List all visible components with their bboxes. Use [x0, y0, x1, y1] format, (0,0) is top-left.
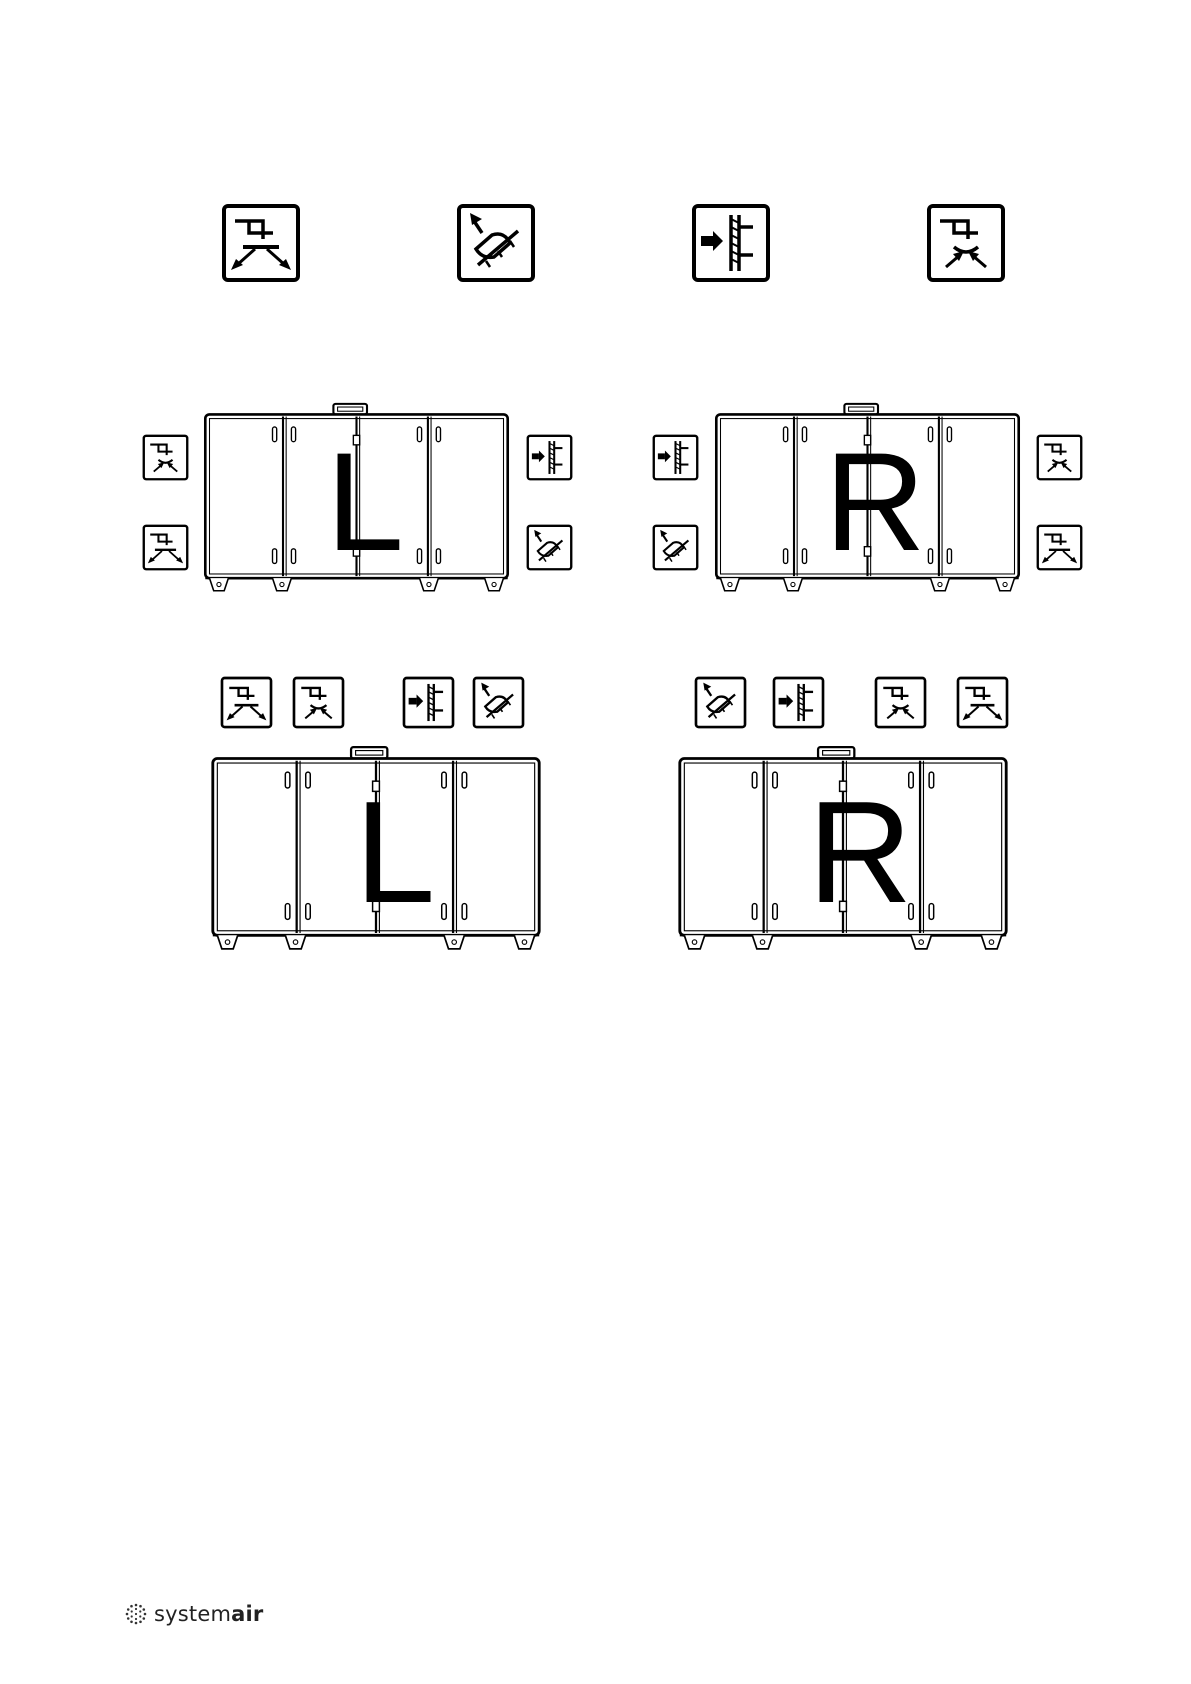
outdoor-air-icon — [691, 203, 771, 283]
extract-air-icon — [292, 676, 345, 729]
brand-name-bold: air — [231, 1602, 263, 1626]
systemair-logo-icon — [124, 1602, 148, 1626]
outdoor-air-icon — [402, 676, 455, 729]
supply-air-icon — [142, 524, 189, 571]
supply-air-icon — [1036, 524, 1083, 571]
exhaust-air-icon — [456, 203, 536, 283]
brand-name-light: system — [154, 1602, 231, 1626]
extract-air-icon — [926, 203, 1006, 283]
supply-air-icon — [221, 203, 301, 283]
exhaust-air-icon — [472, 676, 525, 729]
supply-air-icon — [220, 676, 273, 729]
air-handling-unit — [206, 742, 546, 962]
extract-air-icon — [142, 434, 189, 481]
air-handling-unit — [199, 397, 514, 605]
supply-air-icon — [956, 676, 1009, 729]
exhaust-air-icon — [694, 676, 747, 729]
outdoor-air-icon — [652, 434, 699, 481]
systemair-logo: systemair — [124, 1602, 263, 1626]
exhaust-air-icon — [652, 524, 699, 571]
outdoor-air-icon — [526, 434, 573, 481]
outdoor-air-icon — [772, 676, 825, 729]
air-handling-unit — [673, 742, 1013, 962]
air-handling-unit — [710, 397, 1025, 605]
extract-air-icon — [874, 676, 927, 729]
brand-name: systemair — [154, 1602, 263, 1626]
extract-air-icon — [1036, 434, 1083, 481]
exhaust-air-icon — [526, 524, 573, 571]
